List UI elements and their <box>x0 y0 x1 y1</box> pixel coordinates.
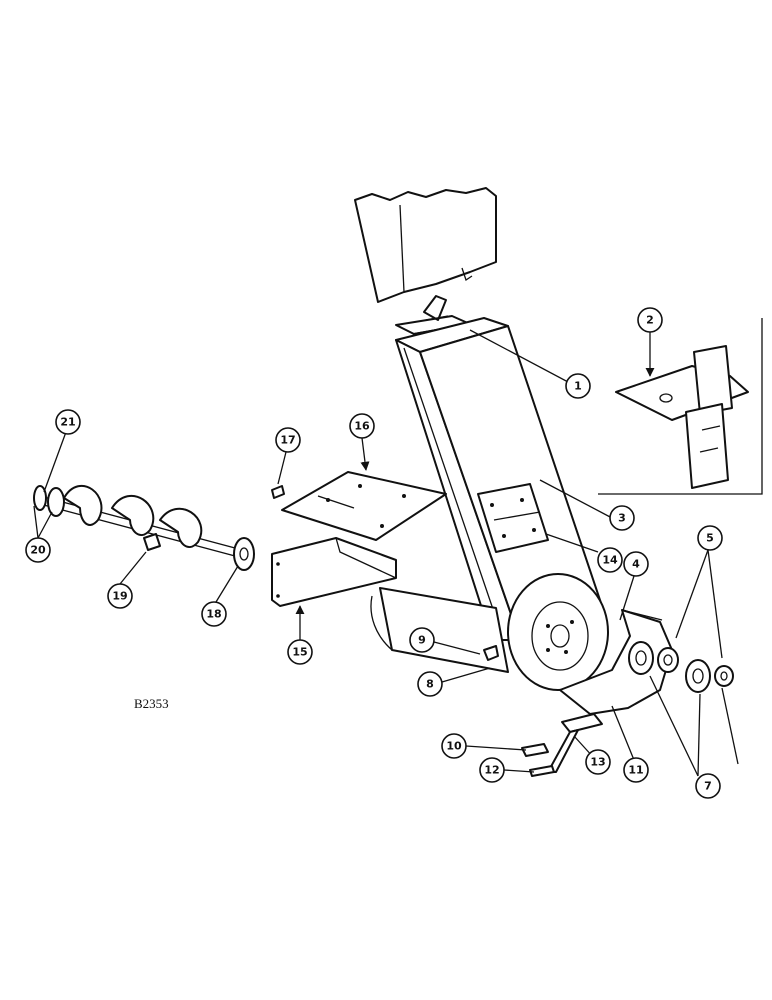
lower-bracket <box>521 713 603 777</box>
callout-1: 1 <box>565 373 591 399</box>
drawing-number: B2353 <box>134 696 169 711</box>
callout-12-label: 12 <box>484 764 499 777</box>
callout-3: 3 <box>609 505 635 531</box>
callout-13: 13 <box>585 749 611 775</box>
floor-plate <box>281 471 447 541</box>
callout-3-label: 3 <box>618 512 626 525</box>
key <box>271 485 285 499</box>
callout-11-label: 11 <box>628 764 643 777</box>
callout-20-label: 20 <box>30 544 46 557</box>
callout-9-label: 9 <box>418 634 426 647</box>
callout-2: 2 <box>637 307 663 333</box>
leader-lines <box>33 329 739 777</box>
callout-10-label: 10 <box>446 740 462 753</box>
callout-14-label: 14 <box>602 554 618 567</box>
inset-detail <box>598 318 763 495</box>
callout-8-label: 8 <box>426 678 434 691</box>
callout-19-label: 19 <box>112 590 127 603</box>
callout-4-label: 4 <box>632 558 640 571</box>
callout-17: 17 <box>275 427 301 453</box>
callout-16-label: 16 <box>354 420 370 433</box>
callout-1-label: 1 <box>574 380 582 393</box>
callout-2-label: 2 <box>646 314 654 327</box>
callout-21-label: 21 <box>60 416 75 429</box>
access-panel <box>477 483 549 553</box>
callout-18-label: 18 <box>206 608 221 621</box>
callout-16: 16 <box>349 413 375 439</box>
callout-20: 20 <box>25 537 51 563</box>
callout-11: 11 <box>623 757 649 783</box>
callout-7: 7 <box>695 773 721 799</box>
callout-14: 14 <box>597 547 623 573</box>
callout-21: 21 <box>55 409 81 435</box>
callout-5: 5 <box>697 525 723 551</box>
callout-13-label: 13 <box>590 756 605 769</box>
auger-assembly <box>33 485 255 571</box>
callout-7-label: 7 <box>704 780 712 793</box>
rotor-housing <box>507 573 609 691</box>
callout-18: 18 <box>201 601 227 627</box>
callout-17-label: 17 <box>280 434 295 447</box>
callout-19: 19 <box>107 583 133 609</box>
callout-15-label: 15 <box>292 646 307 659</box>
upper-chute-section <box>354 187 497 303</box>
clip <box>483 645 499 661</box>
callout-5-label: 5 <box>706 532 714 545</box>
callout-12: 12 <box>479 757 505 783</box>
callout-10: 10 <box>441 733 467 759</box>
bearing-stack <box>628 641 734 693</box>
auger-trough <box>370 587 509 673</box>
side-shield <box>271 537 397 607</box>
callout-9: 9 <box>409 627 435 653</box>
wrapper-sheet <box>559 609 673 715</box>
callout-15: 15 <box>287 639 313 665</box>
callout-4: 4 <box>623 551 649 577</box>
callout-8: 8 <box>417 671 443 697</box>
